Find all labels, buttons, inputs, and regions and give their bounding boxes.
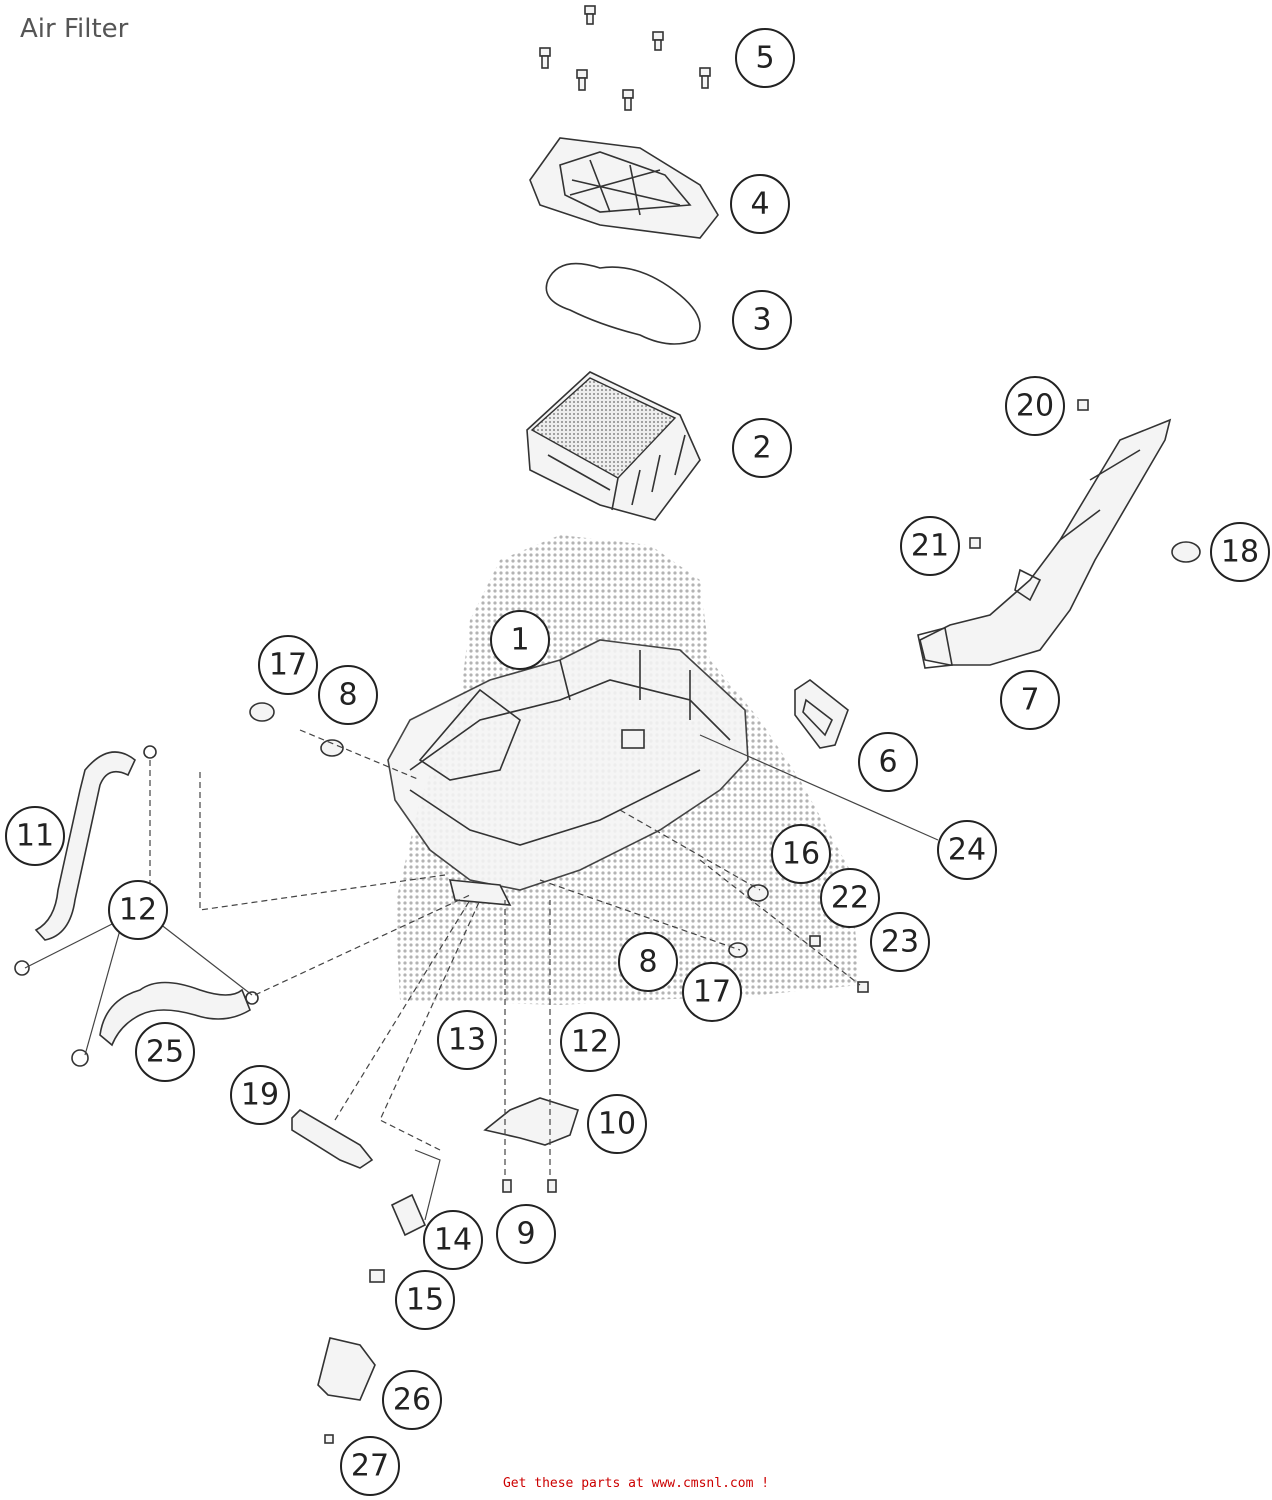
cover-part-26 — [317, 1337, 376, 1401]
svg-text:15: 15 — [406, 1283, 444, 1318]
callout-13: 13 — [437, 1010, 497, 1070]
connector-part-14 — [390, 1193, 427, 1237]
callout-18: 18 — [1210, 522, 1270, 582]
grommet-part-6 — [794, 679, 849, 749]
callout-4: 4 — [730, 174, 790, 234]
svg-text:11: 11 — [16, 819, 54, 854]
callout-16: 16 — [771, 824, 831, 884]
hose-part-11 — [34, 751, 136, 941]
screws-part-20-21 — [969, 399, 1089, 549]
callout-1: 1 — [490, 610, 550, 670]
clips-part-12 — [14, 745, 259, 1067]
callout-2: 2 — [732, 418, 792, 478]
svg-text:8: 8 — [638, 945, 657, 980]
callout-9: 9 — [496, 1204, 556, 1264]
callout-24: 24 — [937, 820, 997, 880]
gasket-part-3 — [545, 262, 701, 345]
svg-text:5: 5 — [755, 41, 774, 76]
callout-12-right: 12 — [560, 1012, 620, 1072]
small-parts-right — [728, 884, 869, 993]
svg-text:14: 14 — [434, 1223, 472, 1258]
callout-8-upper: 8 — [318, 665, 378, 725]
sensor-part-19 — [291, 1108, 374, 1169]
callout-19: 19 — [230, 1065, 290, 1125]
svg-text:18: 18 — [1221, 535, 1259, 570]
svg-text:9: 9 — [516, 1217, 535, 1252]
svg-text:2: 2 — [752, 431, 771, 466]
callout-6: 6 — [858, 732, 918, 792]
svg-text:23: 23 — [881, 925, 919, 960]
callout-5: 5 — [735, 28, 795, 88]
callout-23: 23 — [870, 912, 930, 972]
svg-text:10: 10 — [598, 1107, 636, 1142]
callout-25: 25 — [135, 1022, 195, 1082]
svg-text:17: 17 — [269, 648, 307, 683]
callout-12-left: 12 — [108, 880, 168, 940]
screws-part-5 — [539, 5, 711, 111]
svg-text:26: 26 — [393, 1383, 431, 1418]
svg-text:24: 24 — [948, 833, 986, 868]
filter-element-part-2 — [526, 371, 701, 521]
callouts: 1 2 3 4 5 6 7 8 8 9 10 11 12 12 13 14 15… — [5, 28, 1270, 1496]
bolts-part-9 — [502, 1179, 557, 1193]
svg-text:8: 8 — [338, 678, 357, 713]
svg-text:16: 16 — [782, 837, 820, 872]
callout-17-upper: 17 — [258, 635, 318, 695]
svg-text:17: 17 — [693, 975, 731, 1010]
callout-10: 10 — [587, 1094, 647, 1154]
callout-20: 20 — [1005, 376, 1065, 436]
callout-17-lower: 17 — [682, 962, 742, 1022]
page-title: Air Filter — [20, 14, 129, 44]
svg-text:6: 6 — [878, 745, 897, 780]
callout-27: 27 — [340, 1436, 400, 1496]
air-box-part-1 — [387, 639, 749, 906]
svg-text:13: 13 — [448, 1023, 486, 1058]
clamps-left — [249, 702, 344, 757]
svg-text:12: 12 — [571, 1025, 609, 1060]
svg-text:3: 3 — [752, 303, 771, 338]
svg-text:12: 12 — [119, 893, 157, 928]
pin-part-27 — [324, 1434, 334, 1444]
svg-text:27: 27 — [351, 1449, 389, 1484]
clip-part-15 — [369, 1269, 385, 1283]
svg-text:4: 4 — [750, 187, 769, 222]
intake-snorkel-part-7 — [917, 418, 1172, 669]
callout-21: 21 — [900, 516, 960, 576]
bracket-part-10 — [483, 1097, 580, 1146]
callout-22: 22 — [820, 868, 880, 928]
svg-text:7: 7 — [1020, 683, 1039, 718]
svg-text:21: 21 — [911, 529, 949, 564]
hose-part-25 — [99, 981, 251, 1047]
callout-11: 11 — [5, 806, 65, 866]
callout-7: 7 — [1000, 670, 1060, 730]
svg-text:1: 1 — [510, 623, 529, 658]
callout-3: 3 — [732, 290, 792, 350]
callout-8-lower: 8 — [618, 932, 678, 992]
footer-link[interactable]: Get these parts at www.cmsnl.com ! — [502, 1476, 770, 1491]
filter-cage-part-4 — [529, 137, 719, 239]
callout-14: 14 — [423, 1210, 483, 1270]
callout-15: 15 — [395, 1270, 455, 1330]
svg-text:22: 22 — [831, 881, 869, 916]
leader-lines — [24, 729, 939, 1221]
svg-text:20: 20 — [1016, 389, 1054, 424]
svg-text:25: 25 — [146, 1035, 184, 1070]
callout-26: 26 — [382, 1370, 442, 1430]
svg-text:19: 19 — [241, 1078, 279, 1113]
plug-part-18 — [1171, 541, 1201, 563]
